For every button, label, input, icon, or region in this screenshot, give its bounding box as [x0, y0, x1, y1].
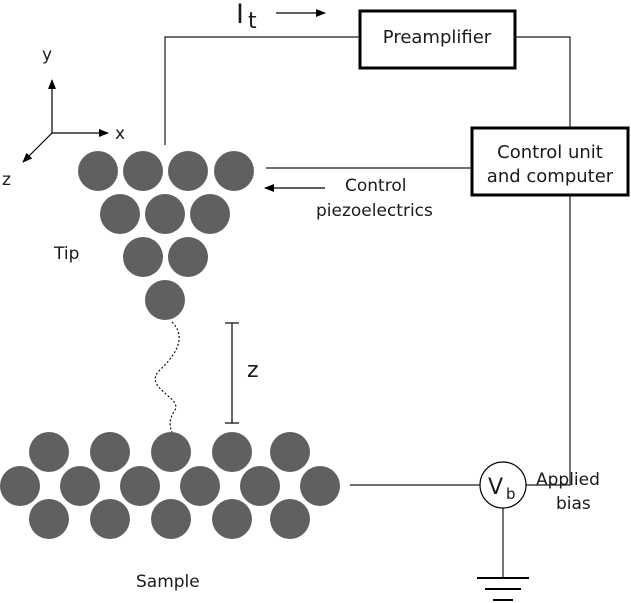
bias-label-line1: Applied	[536, 470, 600, 490]
bias-subscript: b	[506, 485, 516, 503]
tip-atom	[168, 237, 208, 277]
sample-atom	[90, 432, 130, 472]
sample-atom	[90, 499, 130, 539]
coordinate-axes: y x z	[2, 45, 125, 190]
wire-bias-to-source	[525, 462, 571, 486]
ground-icon	[477, 577, 529, 601]
axis-z-label: z	[2, 170, 11, 190]
preamplifier-box: Preamplifier	[358, 9, 517, 70]
piezo-control: Control piezoelectrics	[264, 176, 433, 221]
tip-atom	[214, 151, 254, 191]
sample-label: Sample	[136, 572, 200, 592]
piezo-label-line1: Control	[345, 176, 406, 196]
gap-label: z	[247, 358, 259, 383]
control-unit-box: Control unit and computer	[470, 126, 630, 197]
voltage-source-icon	[479, 461, 527, 509]
sample-atom	[151, 499, 191, 539]
tip-label: Tip	[53, 244, 79, 264]
axis-x-label: x	[115, 124, 125, 144]
tip-atom	[78, 151, 118, 191]
circuit-wires	[164, 36, 571, 578]
sample-atoms	[0, 432, 340, 539]
wire-tip-to-preamp	[164, 36, 360, 145]
tip-atom	[190, 194, 230, 234]
sample-atom	[240, 466, 280, 506]
tip-atom	[168, 151, 208, 191]
sample-atom	[29, 499, 69, 539]
bias-symbol: V	[488, 475, 503, 500]
sample-atom	[0, 466, 40, 506]
sample-atom	[29, 432, 69, 472]
gap-indicator	[225, 322, 239, 424]
tip-atom	[123, 151, 163, 191]
tip-atom	[145, 194, 185, 234]
axis-y-label: y	[42, 45, 52, 65]
tunneling-current: I t	[236, 0, 326, 34]
current-label: I	[236, 0, 244, 30]
tip-atoms	[78, 151, 254, 320]
sample-atom	[300, 466, 340, 506]
tip-atom	[123, 237, 163, 277]
sample-atom	[212, 499, 252, 539]
sample-atom	[151, 432, 191, 472]
control-unit-line1: Control unit	[497, 142, 603, 163]
tip-atom	[145, 280, 185, 320]
current-subscript: t	[248, 9, 257, 34]
sample-atom	[180, 466, 220, 506]
preamplifier-label: Preamplifier	[383, 27, 492, 48]
voltage-source: V b	[479, 461, 527, 509]
control-unit-line2: and computer	[487, 166, 614, 187]
sample-atom	[120, 466, 160, 506]
sample-atom	[270, 432, 310, 472]
bias-label-line2: bias	[556, 494, 591, 514]
tip-atom	[100, 194, 140, 234]
sample-atom	[270, 499, 310, 539]
sample-atom	[60, 466, 100, 506]
wire-preamp-to-control	[515, 36, 571, 128]
sample-atom	[212, 432, 252, 472]
tunneling-wave	[154, 321, 180, 433]
piezo-label-line2: piezoelectrics	[316, 201, 433, 221]
